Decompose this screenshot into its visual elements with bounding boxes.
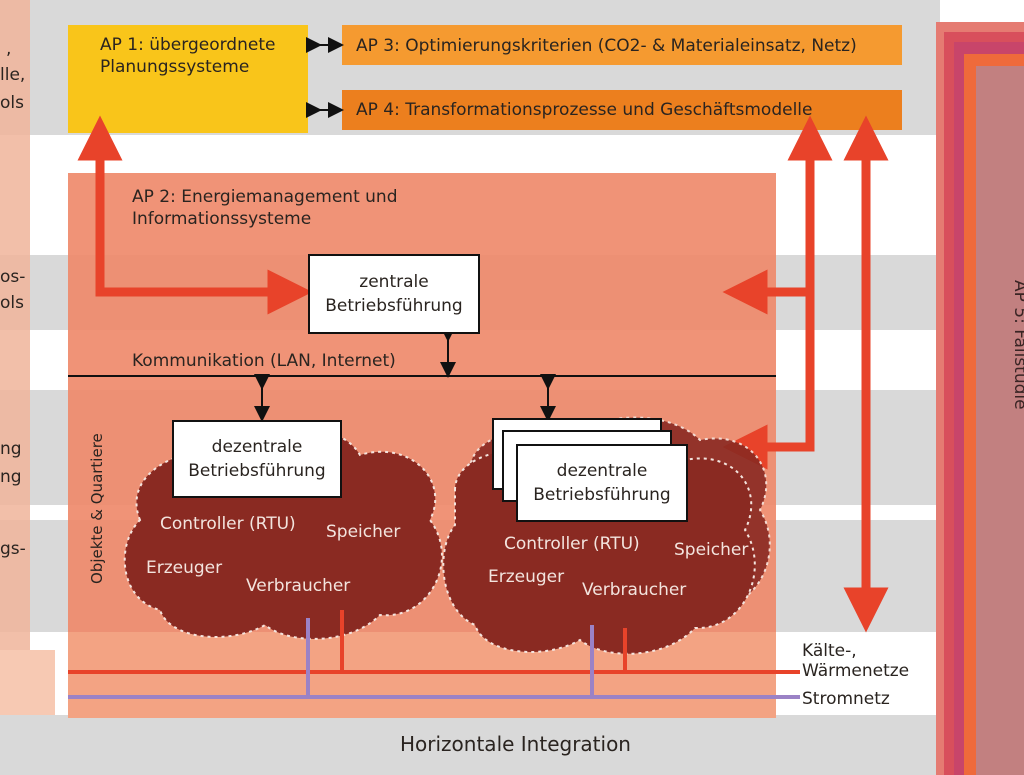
cloud-right-controller: Controller (RTU) xyxy=(504,534,640,554)
left-fragment-2: lle, xyxy=(0,65,26,85)
ap4-label: AP 4: Transformationsprozesse und Geschä… xyxy=(356,100,813,120)
left-fragment-4: os- xyxy=(0,267,26,287)
cloud-left-controller: Controller (RTU) xyxy=(160,514,296,534)
ap1-zentrale-arrow xyxy=(95,150,313,315)
ap4-right-arrow xyxy=(722,150,815,315)
kaelte-label: Kälte-, Wärmenetze xyxy=(802,641,910,681)
ap4-dezentrale-arrow xyxy=(722,292,815,470)
kommunikation-label: Kommunikation (LAN, Internet) xyxy=(132,351,396,371)
ap3-label: AP 3: Optimierungskriterien (CO2- & Mate… xyxy=(356,36,857,56)
ap1-box xyxy=(68,25,308,133)
bottom-band xyxy=(0,715,940,775)
left-fragment-5: ols xyxy=(0,293,24,313)
left-fragment-3: ols xyxy=(0,93,24,113)
dezentrale-left-box: dezentrale Betriebsführung xyxy=(172,420,342,498)
dezentrale-right-box: dezentrale Betriebsführung xyxy=(516,444,688,522)
cloud-left-verbraucher: Verbraucher xyxy=(246,576,351,596)
ap1-label: AP 1: übergeordnete Planungssysteme xyxy=(100,35,276,77)
cloud-right-speicher: Speicher xyxy=(674,540,749,560)
left-strip xyxy=(0,0,30,715)
left-fragment-7: ng xyxy=(0,467,22,487)
stromnetz-label: Stromnetz xyxy=(802,689,890,709)
left-fragment-1: , xyxy=(6,39,12,59)
objekte-label: Objekte & Quartiere xyxy=(88,433,106,584)
left-strip-shade xyxy=(0,650,55,715)
left-fragment-6: ng xyxy=(0,439,22,459)
cloud-right-erzeuger: Erzeuger xyxy=(488,567,565,587)
horizontal-integration-label: Horizontale Integration xyxy=(400,732,631,756)
zentrale-box: zentrale Betriebsführung xyxy=(308,254,480,334)
left-fragment-8: gs- xyxy=(0,539,26,559)
cloud-left-speicher: Speicher xyxy=(326,522,401,542)
ap2-label: AP 2: Energiemanagement und Informations… xyxy=(132,187,398,229)
ap3-box xyxy=(342,25,902,65)
cloud-right-verbraucher: Verbraucher xyxy=(582,580,687,600)
ap5-inner xyxy=(976,66,1024,775)
cloud-left-erzeuger: Erzeuger xyxy=(146,558,223,578)
